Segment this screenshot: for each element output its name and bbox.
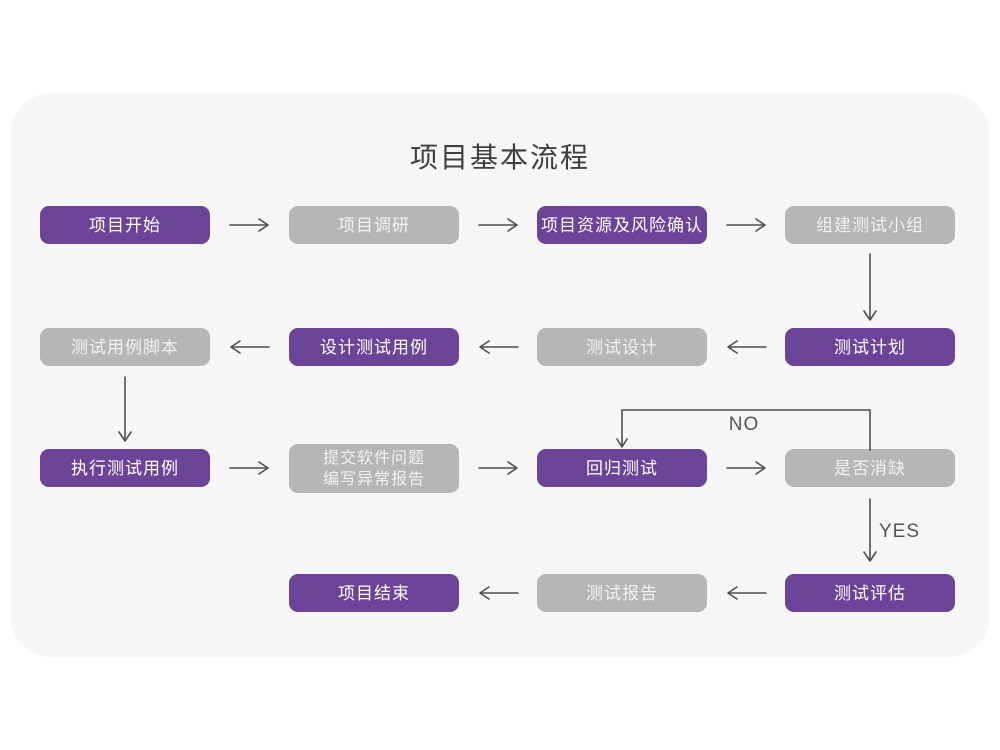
arrow-right-icon — [726, 461, 766, 475]
arrow-down-icon — [863, 498, 877, 562]
arrow-left-icon — [479, 586, 519, 600]
node-project-end: 项目结束 — [289, 574, 459, 612]
node-test-case-scripts: 测试用例脚本 — [40, 328, 210, 366]
arrow-right-icon — [478, 461, 518, 475]
node-regression-test: 回归测试 — [537, 449, 707, 487]
arrow-down-icon — [118, 376, 132, 442]
node-test-evaluation: 测试评估 — [785, 574, 955, 612]
node-project-research: 项目调研 — [289, 206, 459, 244]
node-submit-issue-report: 提交软件问题 编写异常报告 — [289, 444, 459, 493]
arrow-left-icon — [479, 340, 519, 354]
arrow-right-icon — [229, 461, 269, 475]
arrow-down-icon — [863, 253, 877, 321]
page-title: 项目基本流程 — [409, 142, 590, 173]
arrow-left-icon — [727, 340, 767, 354]
node-test-plan: 测试计划 — [785, 328, 955, 366]
node-defect-resolved: 是否消缺 — [785, 449, 955, 487]
node-execute-test-cases: 执行测试用例 — [40, 449, 210, 487]
arrow-right-icon — [478, 218, 518, 232]
node-build-test-team: 组建测试小组 — [785, 206, 955, 244]
node-design-test-cases: 设计测试用例 — [289, 328, 459, 366]
branch-label-no: NO — [728, 414, 760, 435]
no-loop-connector — [616, 409, 871, 451]
node-test-report: 测试报告 — [537, 574, 707, 612]
node-test-design: 测试设计 — [537, 328, 707, 366]
arrow-left-icon — [727, 586, 767, 600]
branch-label-yes: YES — [879, 521, 921, 542]
arrow-left-icon — [230, 340, 270, 354]
node-project-resources-risk: 项目资源及风险确认 — [537, 206, 707, 244]
flowchart-canvas — [10, 93, 990, 657]
arrow-right-icon — [229, 218, 269, 232]
arrow-right-icon — [726, 218, 766, 232]
node-project-start: 项目开始 — [40, 206, 210, 244]
